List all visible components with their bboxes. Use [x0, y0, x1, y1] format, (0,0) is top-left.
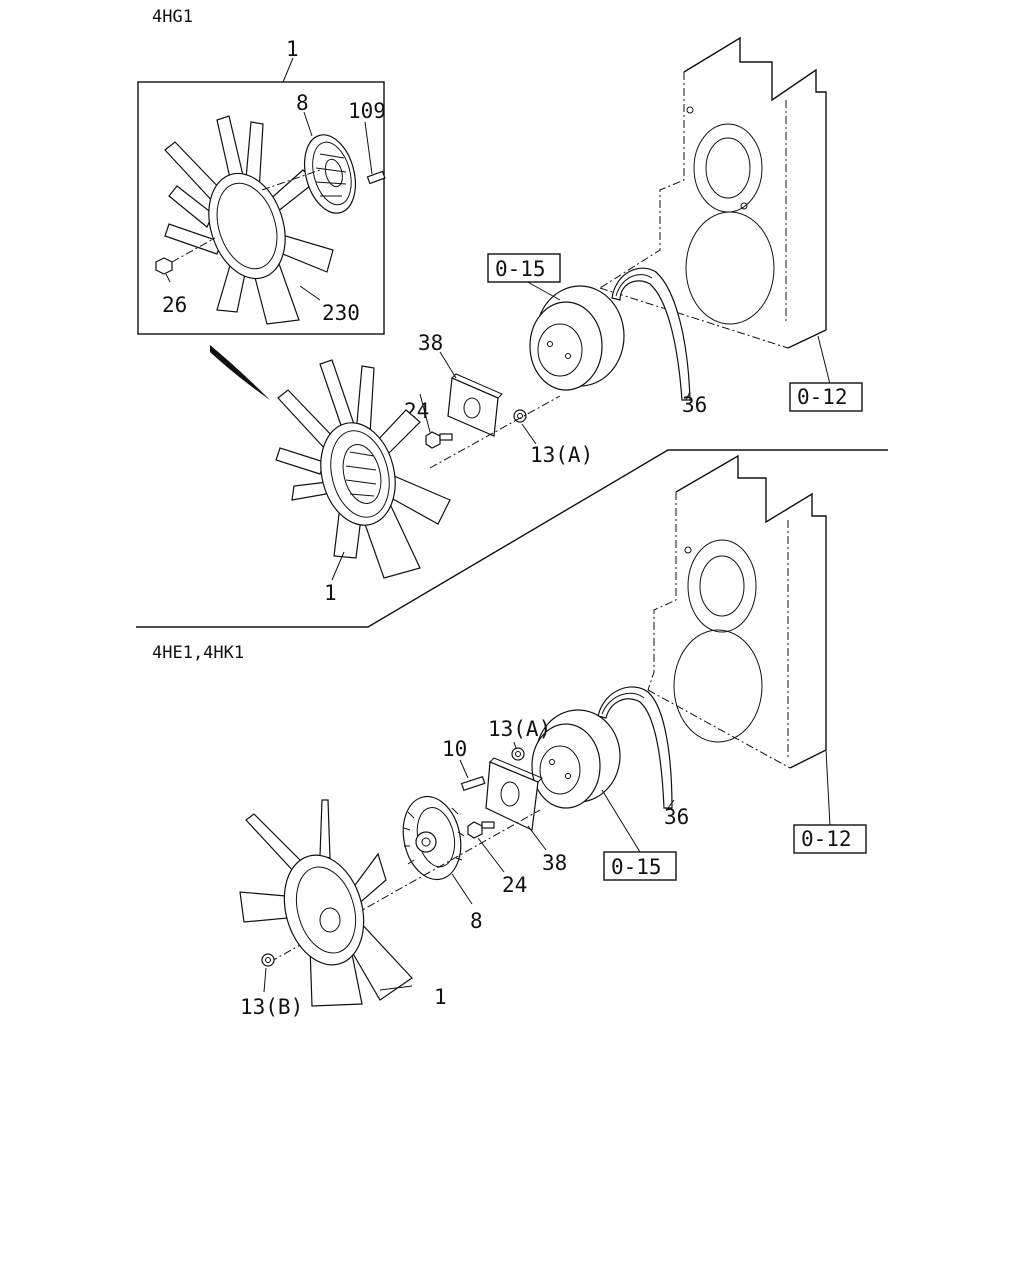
- callout-top-spacer: 38: [418, 331, 443, 355]
- inset-arrow: [210, 345, 270, 400]
- clutch-bottom: [402, 795, 465, 881]
- pulley-top: [529, 285, 625, 391]
- callout-top-inset-fan: 230: [322, 301, 360, 325]
- engine-block-bottom: [647, 454, 827, 769]
- callout-bottom-belt: 36: [664, 805, 689, 829]
- nut-bottom-a: [511, 747, 525, 761]
- section-label-4he1-4hk1: 4HE1,4HK1: [152, 643, 244, 663]
- callout-bottom-spacer: 38: [542, 851, 567, 875]
- section-label-4hg1: 4HG1: [152, 7, 193, 27]
- spacer-top: [447, 373, 503, 437]
- callout-bottom-engine-ref: 0-12: [801, 827, 852, 851]
- fan-bottom: [239, 799, 413, 1007]
- ref-box-top-pulley: [487, 253, 561, 283]
- inset-fan-drawing: [155, 111, 386, 325]
- callout-bottom-clutch: 8: [470, 909, 483, 933]
- belt-bottom: [597, 686, 673, 809]
- callout-bottom-nut-b: 13(B): [240, 995, 303, 1019]
- ref-box-bottom-pulley: [603, 851, 677, 881]
- nut-bottom-b: [261, 953, 275, 967]
- ref-box-bottom-engine: [793, 824, 867, 854]
- spacer-bottom: [485, 757, 543, 831]
- inset-stud: [366, 170, 386, 185]
- callout-bottom-nut-a: 13(A): [488, 717, 551, 741]
- callout-top-engine-ref: 0-12: [797, 385, 848, 409]
- inset-bolt: [155, 237, 216, 275]
- callout-top-belt: 36: [682, 393, 707, 417]
- callout-bottom-stud: 10: [442, 737, 467, 761]
- callout-bottom-fan: 1: [434, 985, 447, 1009]
- callout-top-inset-clutch: 8: [296, 91, 309, 115]
- bolt-bottom: [467, 821, 495, 839]
- section-divider: [136, 449, 888, 628]
- engine-block-top: [599, 36, 827, 349]
- callout-top-inset-bolt: 26: [162, 293, 187, 317]
- callout-top-fan-assembly: 1: [324, 581, 337, 605]
- pulley-bottom: [531, 709, 621, 809]
- fan-assembly-top: [275, 359, 451, 579]
- callout-top-nut: 13(A): [530, 443, 593, 467]
- stud-bottom: [460, 775, 486, 791]
- callout-top-inset-stud: 109: [348, 99, 386, 123]
- callout-bottom-bolt: 24: [502, 873, 527, 897]
- bolt-top: [425, 431, 453, 449]
- ref-box-top-engine: [789, 382, 863, 412]
- callout-bottom-pulley-ref: 0-15: [611, 855, 662, 879]
- callout-top-pulley-ref: 0-15: [495, 257, 546, 281]
- inset-box: [137, 57, 385, 335]
- callout-top-inset-assembly: 1: [286, 37, 299, 61]
